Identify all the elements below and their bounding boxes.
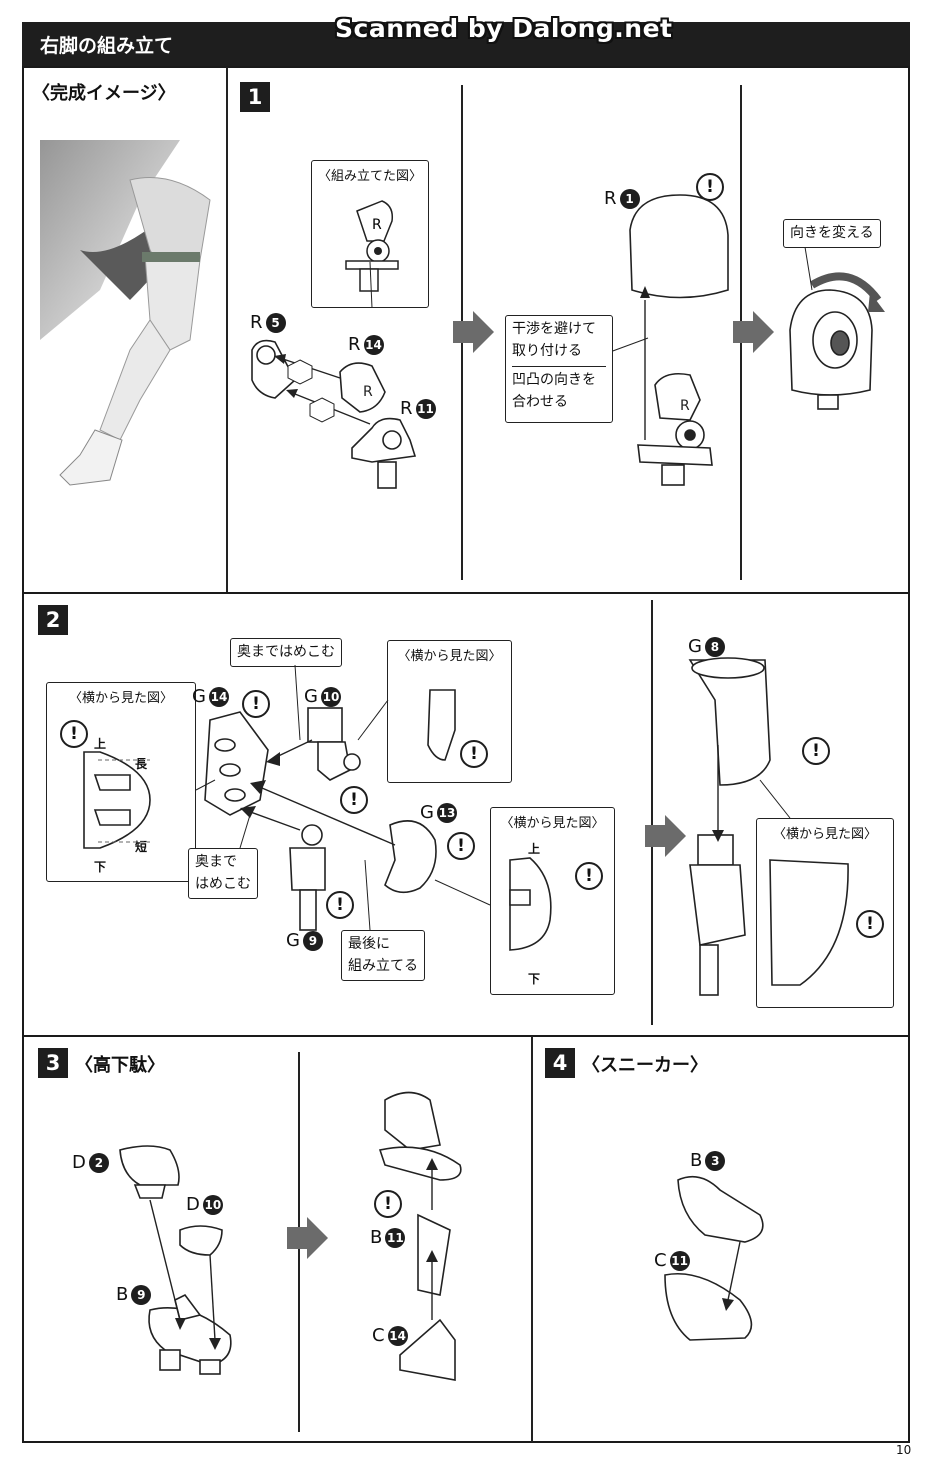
label-short: 短 bbox=[135, 840, 148, 854]
warning-icon-step1-cap: ! bbox=[696, 173, 724, 201]
step1-assembled-view: 〈組み立てた図〉 R bbox=[311, 160, 429, 308]
warning-icon-g10-view: ! bbox=[460, 740, 488, 768]
step3-4-divider bbox=[531, 1036, 533, 1442]
warning-icon-left-view: ! bbox=[60, 720, 88, 748]
page-title: 右脚の組み立て bbox=[40, 35, 174, 57]
label-bottom-2: 下 bbox=[528, 972, 541, 986]
side-view-label-g13: 〈横から見た図〉 bbox=[500, 816, 605, 831]
warning-icon-g9: ! bbox=[326, 891, 354, 919]
step2-number: 2 bbox=[38, 605, 68, 635]
warning-icon-g10: ! bbox=[340, 786, 368, 814]
label-top: 上 bbox=[94, 737, 107, 751]
note-push-all: 奥まではめこむ bbox=[230, 638, 342, 668]
svg-text:R: R bbox=[372, 217, 382, 233]
header-bar bbox=[22, 22, 910, 66]
watermark: Scanned by Dalong.net bbox=[335, 14, 673, 43]
note-avoid-interference: 干渉を避けて 取り付ける 凹凸の向きを 合わせる bbox=[505, 315, 613, 423]
step4-number: 4 bbox=[545, 1048, 575, 1078]
completed-image-divider bbox=[226, 67, 228, 593]
warning-icon-b11: ! bbox=[374, 1190, 402, 1218]
warning-icon-g8: ! bbox=[802, 737, 830, 765]
assembled-joint-drawing: R bbox=[345, 200, 399, 292]
note-align-text: 凹凸の向きを 合わせる bbox=[512, 371, 596, 411]
completed-image-label: 〈完成イメージ〉 bbox=[32, 83, 176, 104]
step3-title: 〈高下駄〉 bbox=[75, 1055, 165, 1076]
note-rotate: 向きを変える bbox=[783, 219, 881, 249]
step2-divider bbox=[651, 600, 653, 1025]
note-push-all-2: 奥まで はめこむ bbox=[188, 848, 258, 899]
label-bottom: 下 bbox=[94, 860, 107, 874]
step4-title: 〈スニーカー〉 bbox=[582, 1055, 708, 1076]
side-view-label-g10: 〈横から見た図〉 bbox=[397, 649, 502, 664]
step3-number: 3 bbox=[38, 1048, 68, 1078]
bottom-section-frame bbox=[22, 1035, 910, 1443]
assembled-view-label: 〈組み立てた図〉 bbox=[317, 169, 422, 184]
warning-icon-g14: ! bbox=[242, 690, 270, 718]
warning-icon-g13-view: ! bbox=[575, 862, 603, 890]
side-view-label-g8: 〈横から見た図〉 bbox=[772, 827, 877, 842]
note-assemble-last: 最後に 組み立てる bbox=[341, 930, 425, 981]
completed-leg-photo bbox=[40, 140, 220, 490]
warning-icon-g8-view: ! bbox=[856, 910, 884, 938]
label-long: 長 bbox=[135, 757, 148, 771]
note-avoid-text: 干渉を避けて 取り付ける bbox=[512, 318, 606, 367]
svg-text:R: R bbox=[680, 398, 690, 414]
side-view-label-left: 〈横から見た図〉 bbox=[68, 691, 173, 706]
svg-text:R: R bbox=[363, 384, 373, 400]
page-number: 10 bbox=[896, 1443, 912, 1457]
label-top-2: 上 bbox=[528, 842, 541, 856]
warning-icon-g13: ! bbox=[447, 832, 475, 860]
step1-number: 1 bbox=[240, 82, 270, 112]
